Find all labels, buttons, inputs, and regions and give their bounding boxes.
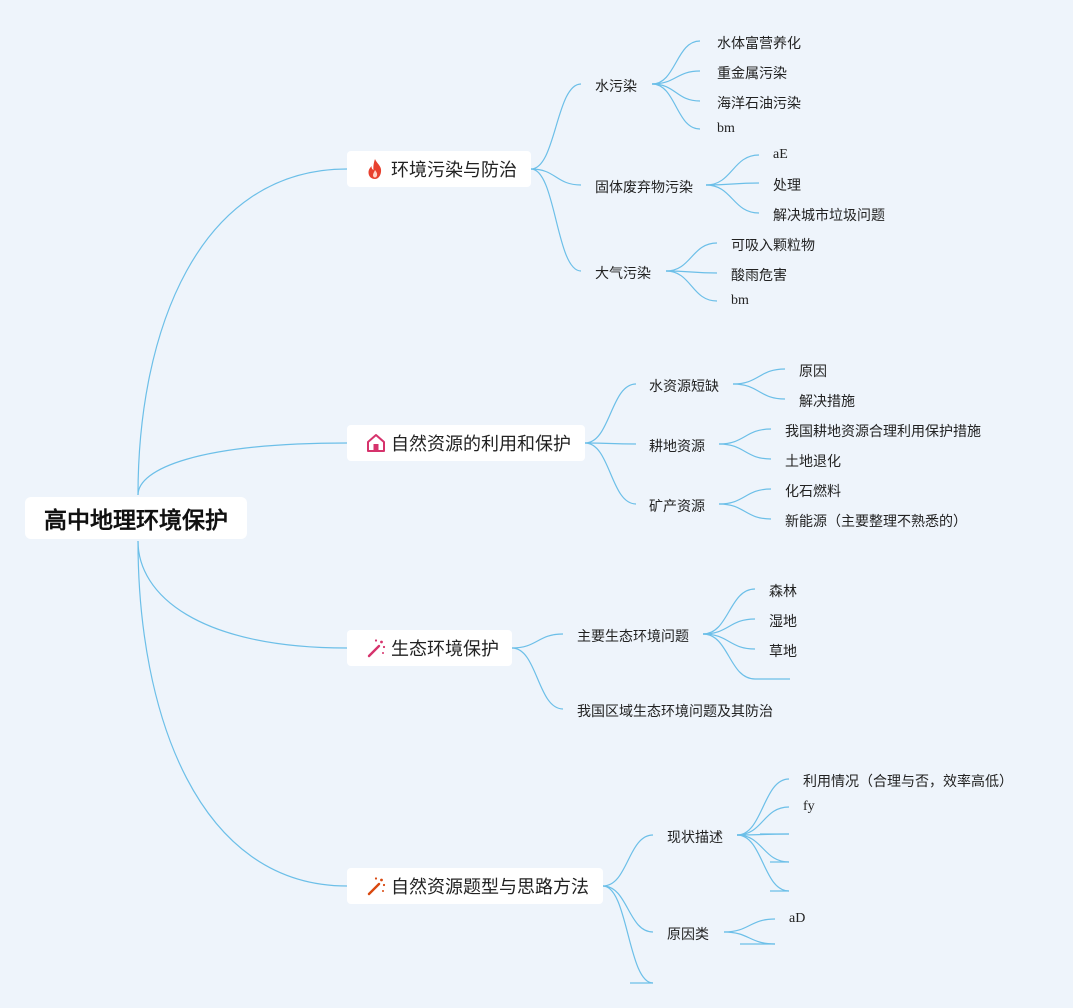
branch-natural-resources[interactable]: 自然资源的利用和保护 [347, 425, 585, 461]
connector-line [736, 834, 790, 863]
connector-line [736, 806, 790, 836]
home-icon [365, 432, 387, 454]
leaf-topic[interactable]: 解决措施 [799, 393, 855, 409]
subtopic-solid-waste[interactable]: 固体废弃物污染 [595, 179, 693, 195]
subtopic-regional-eco-problems[interactable]: 我国区域生态环境问题及其防治 [577, 703, 773, 719]
magic-wand-icon [365, 875, 387, 897]
connector-line [718, 428, 772, 445]
connector-line [665, 242, 718, 272]
subtopic-main-eco-problems[interactable]: 主要生态环境问题 [577, 628, 689, 644]
root-topic-label: 高中地理环境保护 [44, 507, 228, 533]
connector-line [651, 83, 701, 130]
leaf-topic[interactable]: 可吸入颗粒物 [731, 237, 815, 253]
branch-connector-line [602, 885, 654, 984]
connector-line [723, 931, 776, 945]
subtopic-minerals[interactable]: 矿产资源 [649, 498, 705, 514]
leaf-topic[interactable]: aD [789, 911, 806, 926]
leaf-topic[interactable]: 处理 [773, 177, 801, 193]
leaf-topic[interactable]: 水体富营养化 [717, 35, 801, 51]
subtopic-water-pollution[interactable]: 水污染 [595, 78, 637, 94]
connector-line [705, 154, 760, 186]
connector-line [723, 918, 776, 933]
leaf-topic[interactable]: 我国耕地资源合理利用保护措施 [785, 423, 981, 439]
connector-line [702, 618, 756, 635]
connector-line [732, 383, 786, 400]
connector-line [736, 834, 790, 892]
connector-line [718, 503, 772, 520]
connector-line [732, 368, 786, 385]
branch-connector-line [530, 83, 582, 170]
leaf-topic[interactable]: 重金属污染 [717, 65, 787, 81]
leaf-topic[interactable]: 解决城市垃圾问题 [773, 207, 885, 223]
leaf-topic[interactable]: bm [731, 293, 749, 308]
leaf-topic[interactable]: 草地 [769, 643, 797, 659]
branch-label: 自然资源题型与思路方法 [391, 877, 589, 897]
branch-label: 环境污染与防治 [391, 160, 517, 180]
leaf-topic[interactable]: 森林 [769, 583, 797, 599]
branch-ecological-protection[interactable]: 生态环境保护 [347, 630, 512, 666]
leaf-topic[interactable]: fy [803, 799, 815, 814]
branch-connector-line [511, 633, 564, 649]
branch-connector-line [602, 885, 654, 933]
root-connector-line [137, 540, 348, 649]
root-topic[interactable]: 高中地理环境保护 [25, 497, 247, 539]
connector-line [702, 633, 756, 650]
leaf-topic[interactable]: aE [773, 147, 788, 162]
connector-line [702, 588, 756, 635]
connector-line [651, 40, 701, 85]
branch-connector-line [602, 834, 654, 887]
branch-label: 生态环境保护 [391, 639, 499, 659]
branch-connector-line [511, 647, 564, 710]
leaf-topic[interactable]: 利用情况（合理与否，效率高低） [803, 773, 1013, 789]
leaf-topic[interactable]: 新能源（主要整理不熟悉的） [785, 513, 967, 529]
subtopic-water-shortage[interactable]: 水资源短缺 [649, 378, 719, 394]
fire-icon [365, 158, 387, 180]
subtopic-air-pollution[interactable]: 大气污染 [595, 265, 651, 281]
leaf-topic[interactable]: bm [717, 121, 735, 136]
root-connector-line [137, 442, 348, 496]
connector-line [736, 778, 790, 836]
leaf-topic[interactable]: 海洋石油污染 [717, 95, 801, 111]
leaf-topic[interactable]: 原因 [799, 363, 827, 379]
connector-line [705, 184, 760, 214]
connector-line [718, 488, 772, 505]
root-connector-line [137, 540, 348, 887]
leaf-topic[interactable]: 土地退化 [785, 453, 841, 469]
branch-connector-line [584, 383, 637, 444]
branch-label: 自然资源的利用和保护 [391, 434, 571, 454]
subtopic-status-description[interactable]: 现状描述 [667, 829, 723, 845]
branch-connector-line [530, 168, 582, 186]
connector-line [651, 70, 701, 85]
subtopic-cause-type[interactable]: 原因类 [667, 926, 709, 942]
subtopic-farmland[interactable]: 耕地资源 [649, 438, 705, 454]
branch-connector-line [584, 442, 637, 445]
leaf-topic[interactable]: 化石燃料 [785, 483, 841, 499]
connector-line [651, 83, 701, 102]
leaf-topic[interactable]: 湿地 [769, 613, 797, 629]
leaf-topic[interactable]: 酸雨危害 [731, 267, 787, 283]
branch-resource-question-types[interactable]: 自然资源题型与思路方法 [347, 868, 603, 904]
branch-connector-line [530, 168, 582, 272]
connector-line [702, 633, 756, 680]
connector-line [665, 270, 718, 302]
branch-environment-pollution[interactable]: 环境污染与防治 [347, 151, 531, 187]
branch-connector-line [584, 442, 637, 505]
connector-line [718, 443, 772, 460]
root-connector-line [137, 168, 348, 496]
magic-wand-icon [365, 637, 387, 659]
